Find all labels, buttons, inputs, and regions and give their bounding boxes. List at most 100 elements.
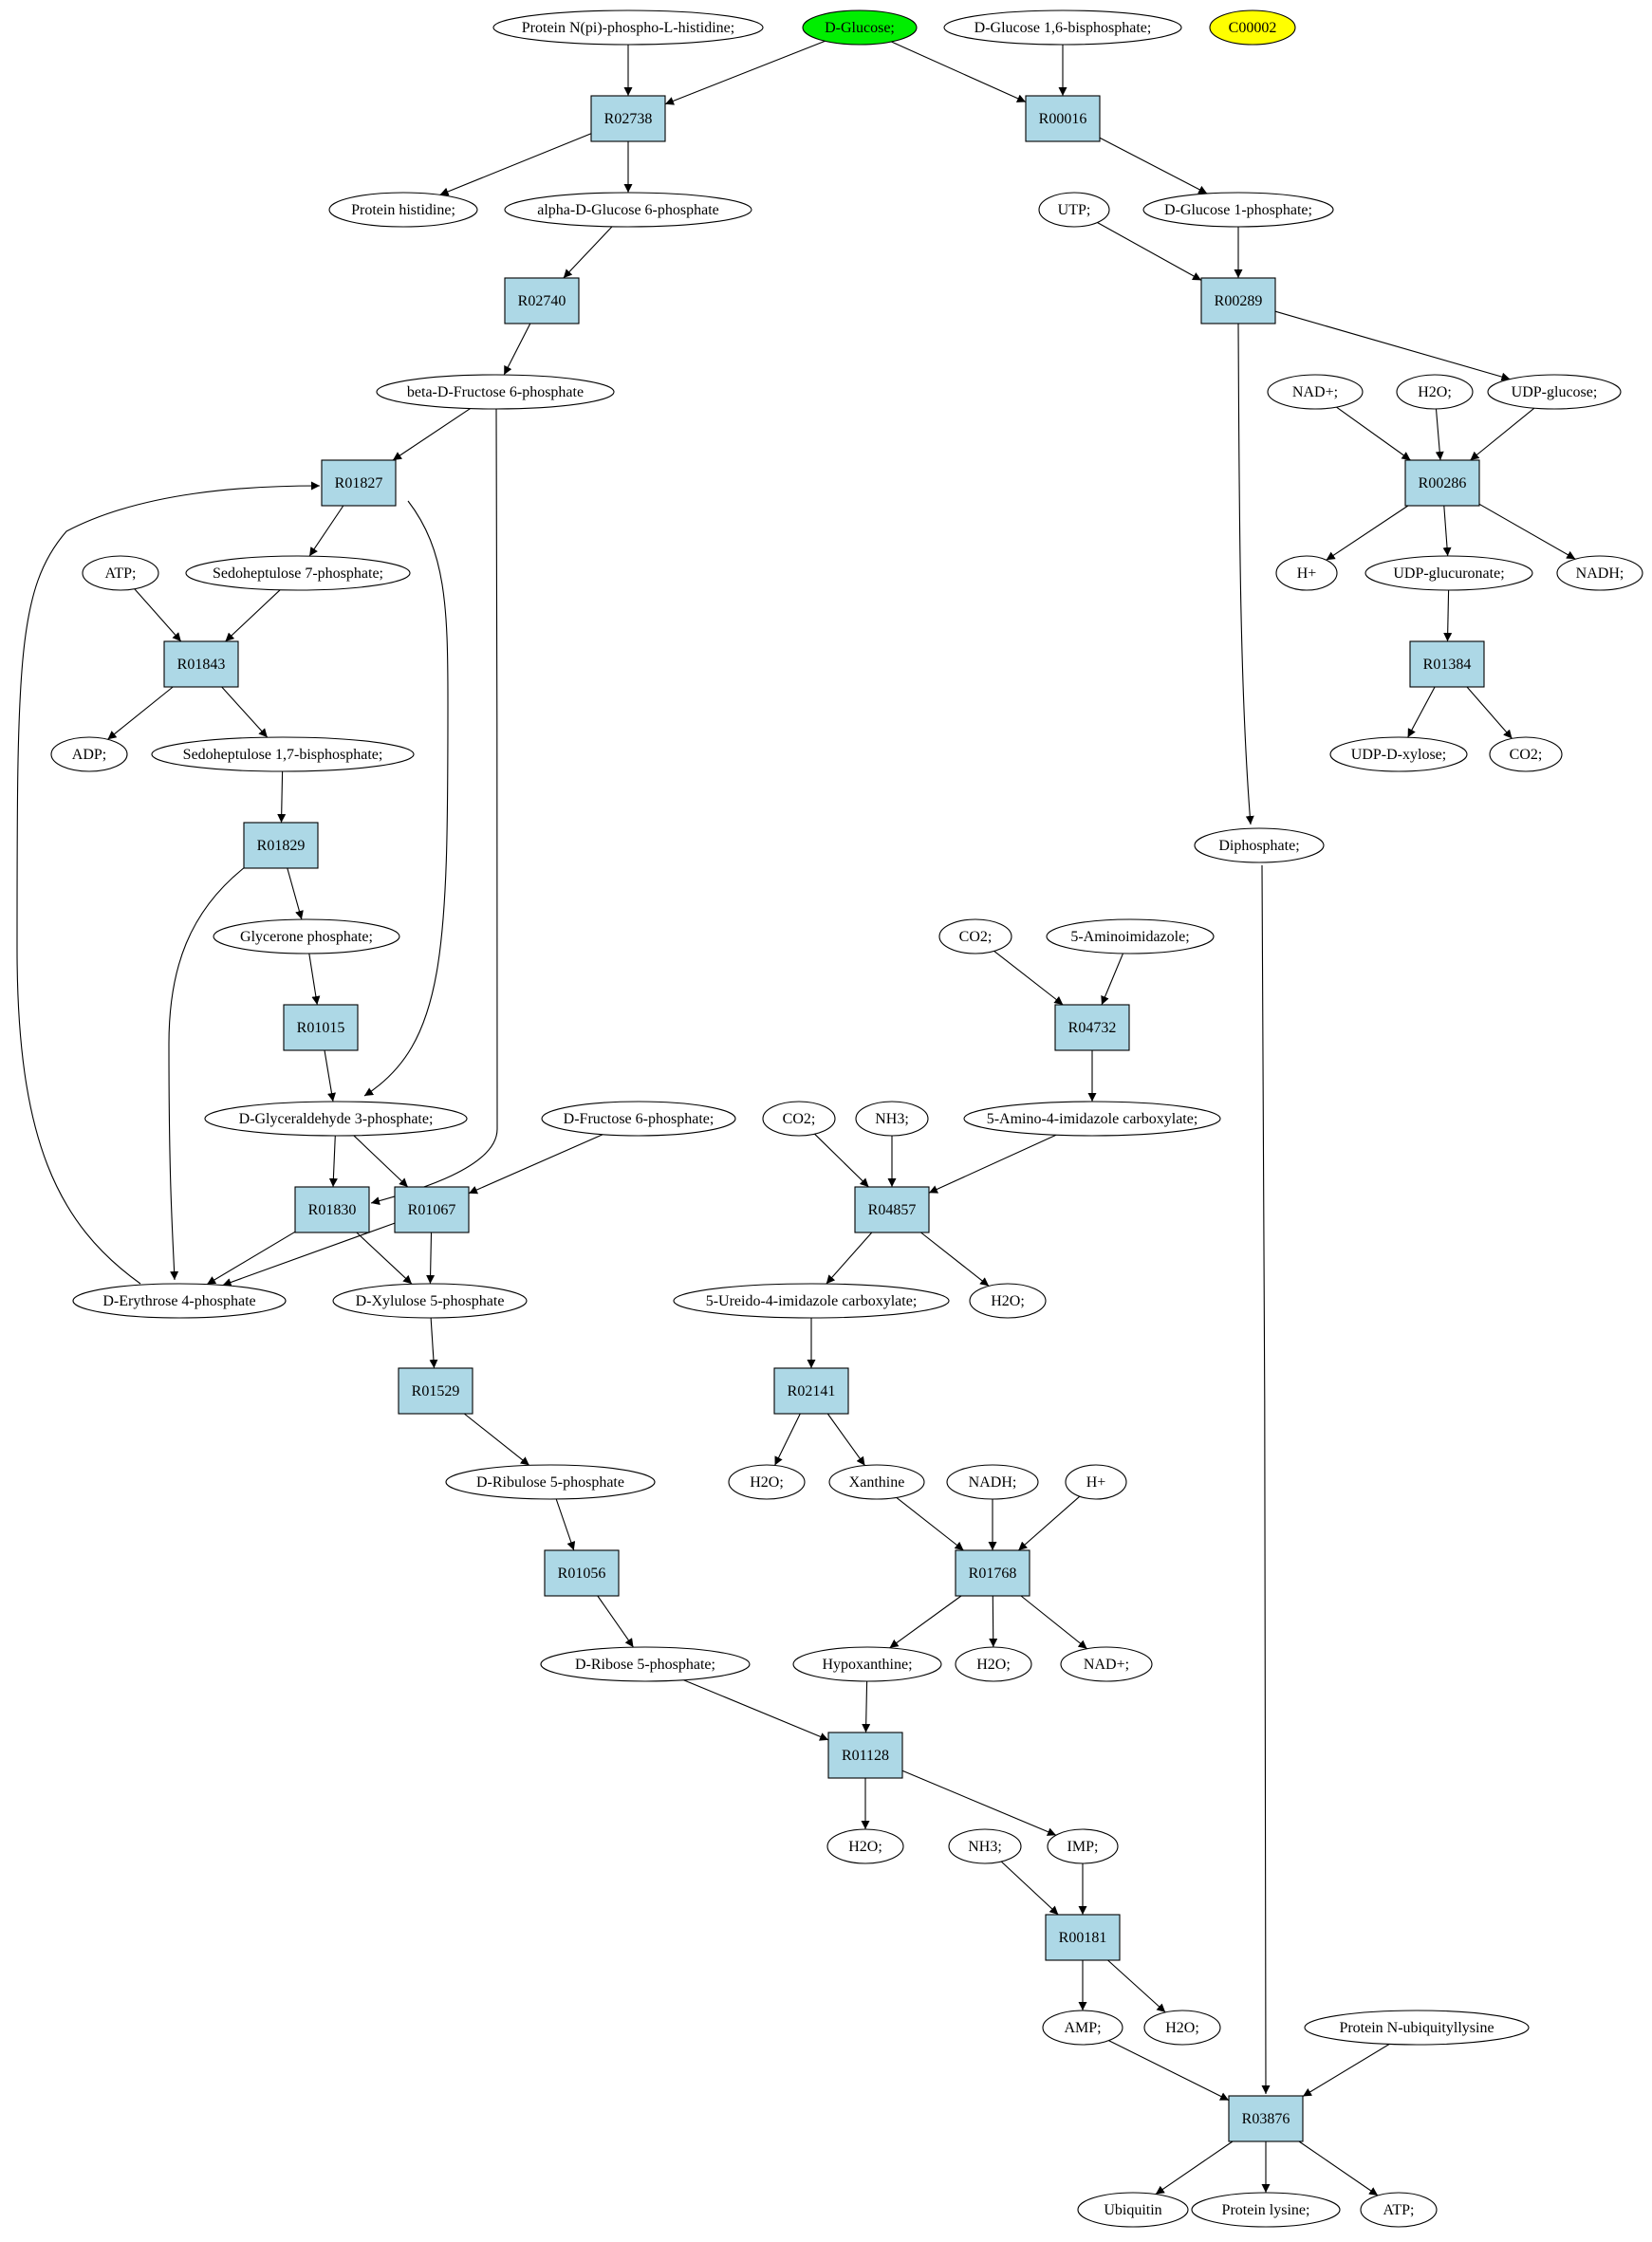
- compound-ellipse: [328, 192, 478, 228]
- edges-layer: [16, 40, 1576, 2196]
- compound-ellipse: [955, 1646, 1032, 1682]
- compound-node-n_bf6p: beta-D-Fructose 6-phosphate: [376, 374, 615, 410]
- reaction-node-r_R01843: R01843: [163, 640, 239, 688]
- node-label: D-Glucose;: [825, 20, 895, 36]
- node-label: H+: [1086, 1474, 1106, 1491]
- compound-node-n_protein_npi: Protein N(pi)-phospho-L-histidine;: [492, 9, 764, 46]
- reaction-box: [504, 277, 580, 324]
- reaction-box: [1404, 459, 1480, 507]
- compound-ellipse: [1275, 555, 1338, 591]
- compound-node-n_h2o_b: H2O;: [969, 1283, 1047, 1319]
- compound-ellipse: [1077, 2192, 1189, 2228]
- reaction-box: [1228, 2095, 1304, 2142]
- edge-n_s17bp-to-r_R01829: [277, 770, 287, 824]
- edge-r_R02141-to-n_h2o_c: [774, 1413, 801, 1466]
- compound-ellipse: [1047, 1828, 1119, 1864]
- edge-r_R03876-to-n_ubiq: [1155, 2140, 1234, 2196]
- node-label: AMP;: [1064, 2020, 1101, 2036]
- reaction-box: [955, 1549, 1030, 1597]
- edge-n_hypox-to-r_R01128: [862, 1680, 871, 1733]
- node-label: NH3;: [968, 1839, 1002, 1855]
- compound-node-n_co2_b: CO2;: [938, 918, 1012, 954]
- compound-node-n_ag6p: alpha-D-Glucose 6-phosphate: [504, 192, 752, 228]
- node-label: 5-Amino-4-imidazole carboxylate;: [987, 1111, 1198, 1127]
- reaction-node-r_R00289: R00289: [1200, 277, 1276, 324]
- compound-node-n_atp_b: ATP;: [1360, 2192, 1438, 2228]
- edge-r_R00286-to-n_nadh_a: [1478, 503, 1576, 560]
- compound-node-n_s17bp: Sedoheptulose 1,7-bisphosphate;: [151, 736, 415, 772]
- compound-ellipse: [792, 1646, 942, 1682]
- edge-r_R04857-to-n_5u4icarb: [826, 1232, 873, 1285]
- edge-n_s7p-to-r_R01843: [225, 589, 281, 642]
- compound-ellipse: [963, 1101, 1221, 1137]
- compound-ellipse: [504, 192, 752, 228]
- edge-n_g3p-to-r_R01067: [353, 1135, 409, 1188]
- edge-r_R01056-to-n_r5p: [597, 1595, 634, 1648]
- compound-ellipse: [1194, 827, 1325, 863]
- node-label: ADP;: [72, 747, 106, 763]
- edge-n_udpglcA-to-r_R01384: [1443, 589, 1453, 642]
- reaction-box: [1409, 640, 1485, 688]
- node-label: Glycerone phosphate;: [240, 929, 373, 945]
- compound-ellipse: [50, 736, 128, 772]
- compound-ellipse: [943, 9, 1182, 46]
- node-label: R01843: [177, 657, 226, 673]
- node-label: D-Ribose 5-phosphate;: [575, 1657, 715, 1673]
- node-label: R02141: [788, 1383, 836, 1399]
- compound-ellipse: [828, 1464, 925, 1500]
- edge-r_R01843-to-n_adp: [107, 686, 174, 740]
- node-label: R00181: [1059, 1930, 1107, 1946]
- compound-node-n_prot_his: Protein histidine;: [328, 192, 478, 228]
- node-label: H2O;: [991, 1293, 1025, 1309]
- compound-node-n_r5p: D-Ribose 5-phosphate;: [540, 1646, 751, 1682]
- node-label: D-Erythrose 4-phosphate: [102, 1293, 255, 1309]
- edge-r_R04857-to-n_h2o_b: [920, 1232, 990, 1287]
- reaction-node-r_R02738: R02738: [590, 95, 666, 142]
- edge-n_f6p-to-r_R01067: [468, 1134, 603, 1195]
- node-label: R01384: [1423, 657, 1472, 673]
- node-label: D-Glucose 1-phosphate;: [1164, 202, 1312, 218]
- edge-r_R01843-to-n_s17bp: [221, 686, 269, 738]
- compound-node-n_5aimid: 5-Aminoimidazole;: [1046, 918, 1215, 954]
- compound-ellipse: [151, 736, 415, 772]
- node-label: Protein N(pi)-phospho-L-histidine;: [522, 20, 734, 36]
- edge-n_utp-to-r_R00289: [1097, 222, 1202, 281]
- edge-n_co2_b-to-r_R04732: [993, 950, 1064, 1006]
- node-label: NADH;: [1576, 565, 1624, 582]
- compound-ellipse: [855, 1101, 929, 1137]
- compound-node-n_xanth: Xanthine: [828, 1464, 925, 1500]
- compound-ellipse: [1143, 2010, 1221, 2046]
- node-label: H2O;: [976, 1657, 1011, 1673]
- compound-node-n_h2o_e: H2O;: [826, 1828, 904, 1864]
- reaction-node-r_R02141: R02141: [773, 1367, 849, 1415]
- compound-node-n_pnubl: Protein N-ubiquityllysine: [1304, 2010, 1530, 2046]
- reaction-box: [1054, 1004, 1130, 1051]
- edge-n_diphos-to-r_R03876: [1261, 864, 1271, 2095]
- reaction-box: [243, 822, 319, 869]
- compound-ellipse: [213, 918, 400, 954]
- compound-ellipse: [204, 1101, 468, 1137]
- edge-r_R01829-to-n_glyp: [287, 867, 304, 920]
- compound-node-n_co2_a: CO2;: [1489, 736, 1563, 772]
- compound-ellipse: [948, 1828, 1022, 1864]
- reaction-box: [1200, 277, 1276, 324]
- edge-r_R01768-to-n_hypox: [889, 1595, 962, 1649]
- compound-ellipse: [1191, 2192, 1341, 2228]
- edge-n_atp_a-to-r_R01843: [134, 588, 182, 642]
- reaction-box: [827, 1732, 903, 1779]
- node-label: D-Fructose 6-phosphate;: [564, 1111, 715, 1127]
- reaction-node-r_R04857: R04857: [854, 1186, 930, 1233]
- edge-n_x5p-to-r_R01529: [429, 1317, 438, 1369]
- compound-ellipse: [1065, 1464, 1127, 1500]
- compound-ellipse: [445, 1464, 656, 1500]
- edge-n_glyp-to-r_R01015: [308, 953, 321, 1006]
- compound-node-n_g1p: D-Glucose 1-phosphate;: [1142, 192, 1334, 228]
- compound-ellipse: [1304, 2010, 1530, 2046]
- edge-n_xanth-to-r_R01768: [896, 1496, 964, 1551]
- node-label: R00016: [1039, 111, 1087, 127]
- compound-node-n_hypox: Hypoxanthine;: [792, 1646, 942, 1682]
- node-label: UDP-glucuronate;: [1393, 565, 1504, 582]
- compound-node-n_nadp2: NAD+;: [1060, 1646, 1153, 1682]
- edge-n_5aimid-to-r_R04732: [1101, 953, 1124, 1006]
